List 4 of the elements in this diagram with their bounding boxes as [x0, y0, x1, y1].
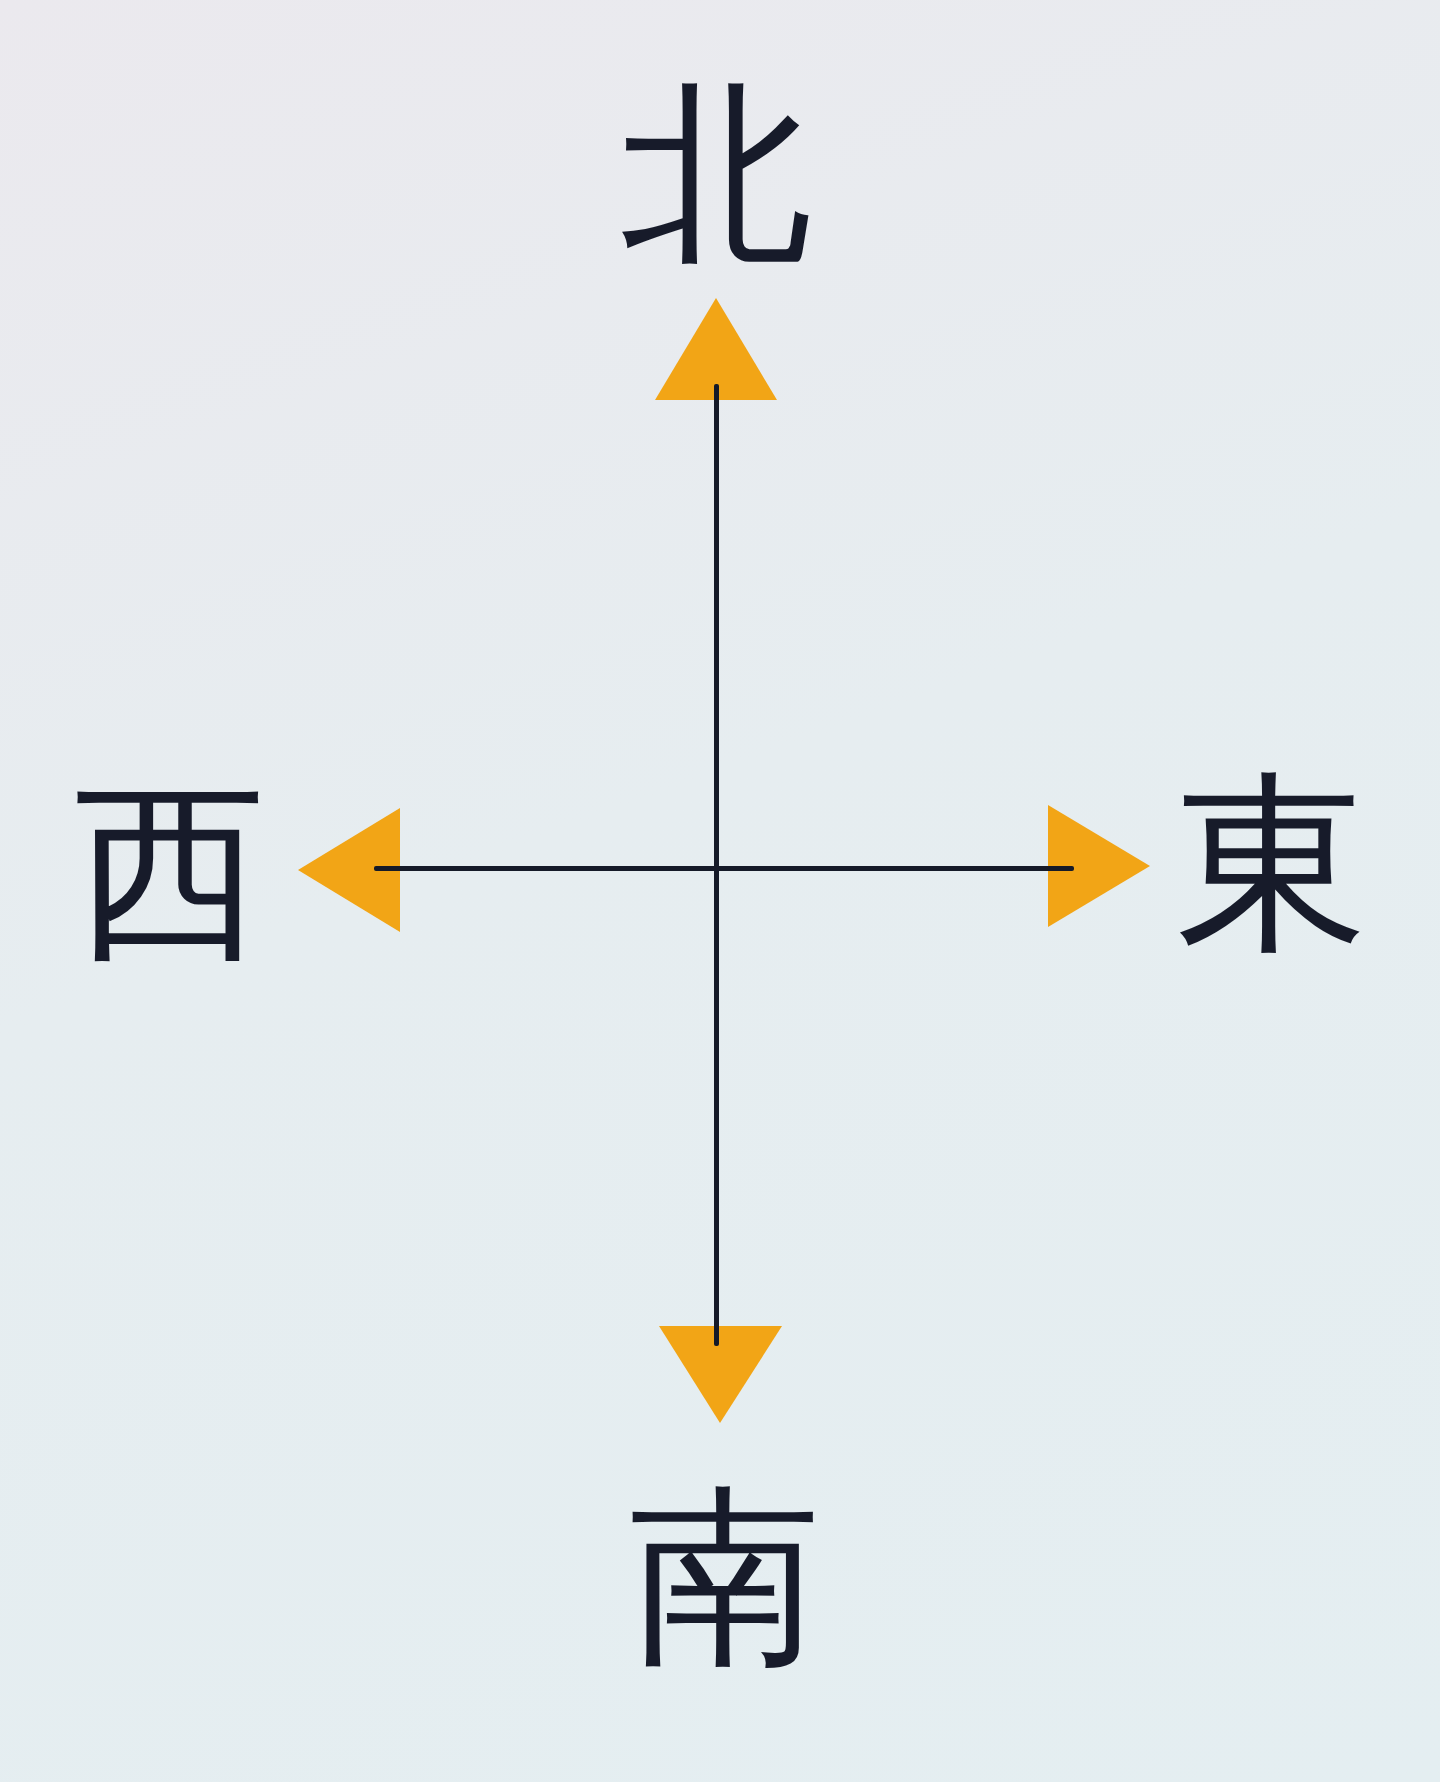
- direction-label: 北: [620, 79, 812, 271]
- direction-label: 南: [629, 1482, 821, 1674]
- direction-label: 西: [74, 776, 266, 968]
- direction-label: 東: [1176, 768, 1368, 960]
